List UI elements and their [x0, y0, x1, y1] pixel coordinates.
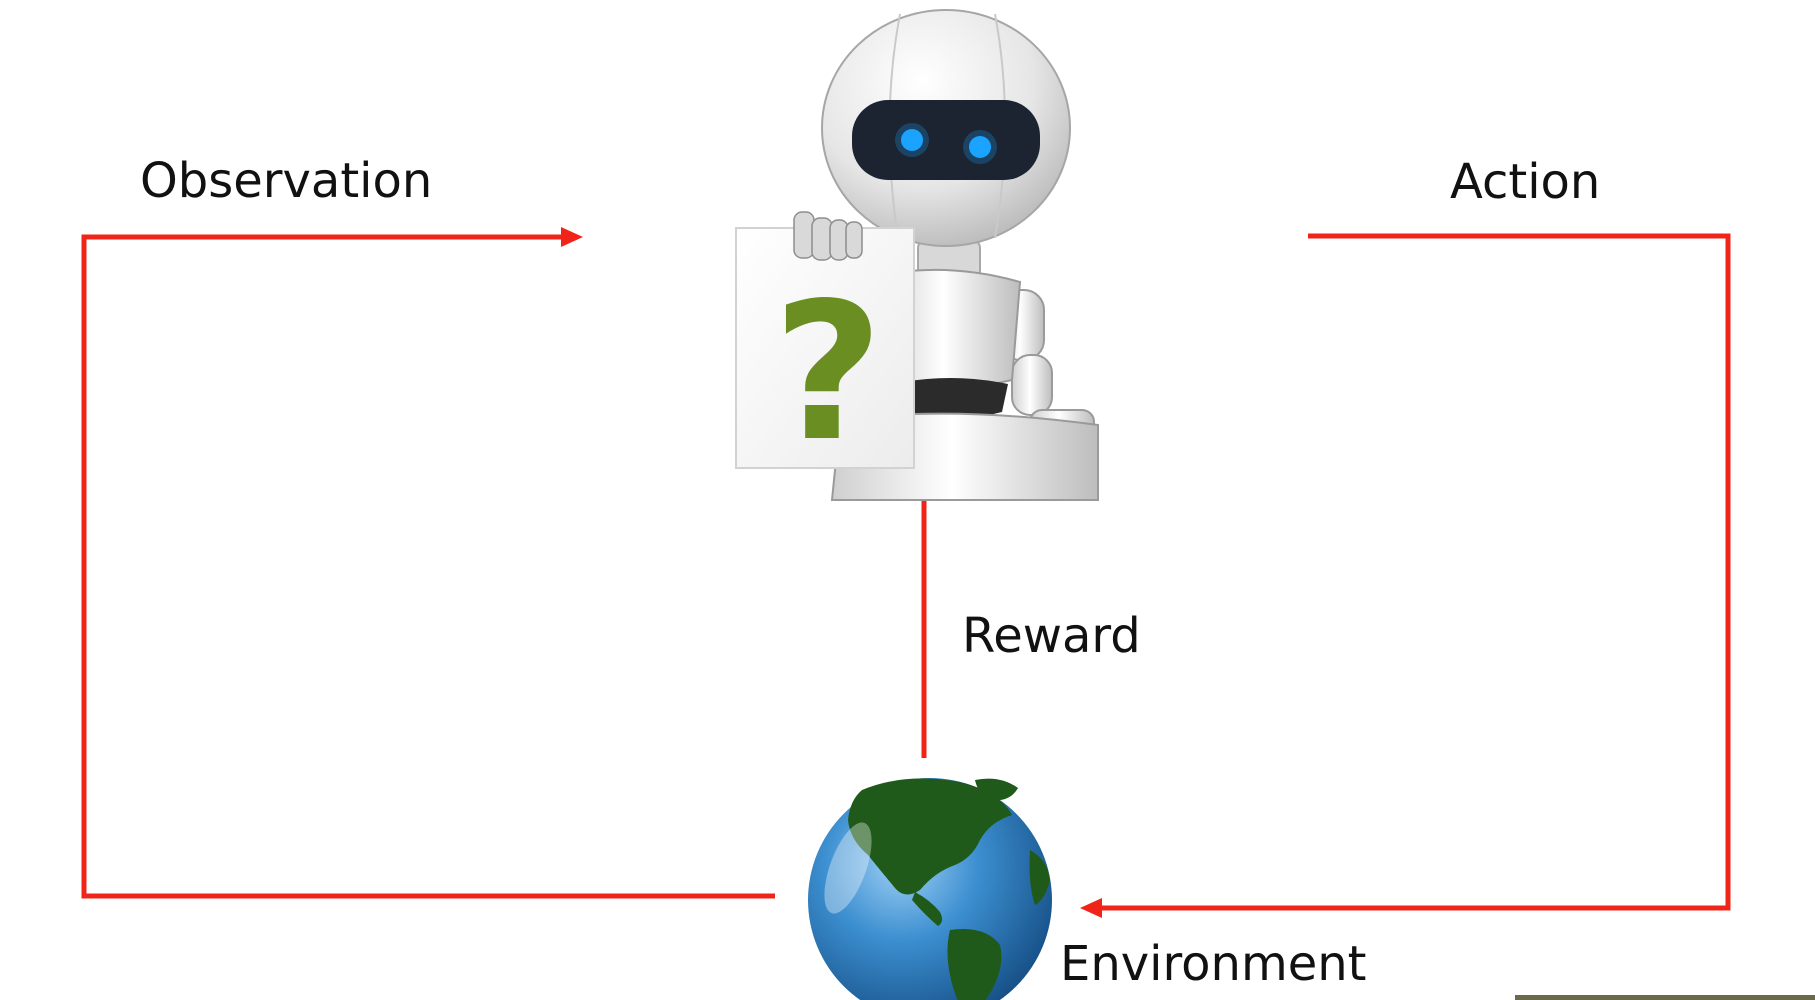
question-mark-icon: ? — [773, 262, 883, 483]
action-label: Action — [1450, 154, 1601, 210]
robot-eye-left — [901, 129, 923, 151]
action-arrow — [1080, 233, 1731, 918]
environment-label: Environment — [1060, 936, 1367, 992]
globe-icon — [808, 778, 1052, 1000]
robot-head — [821, 9, 1071, 247]
question-sign: ? — [735, 211, 915, 483]
observation-label: Observation — [140, 153, 433, 209]
robot-agent: ? — [735, 9, 1099, 501]
corner-strip — [1515, 995, 1815, 1000]
observation-arrow — [81, 227, 775, 899]
reward-label: Reward — [962, 608, 1141, 664]
robot-visor — [852, 100, 1040, 180]
robot-eye-right — [969, 136, 991, 158]
